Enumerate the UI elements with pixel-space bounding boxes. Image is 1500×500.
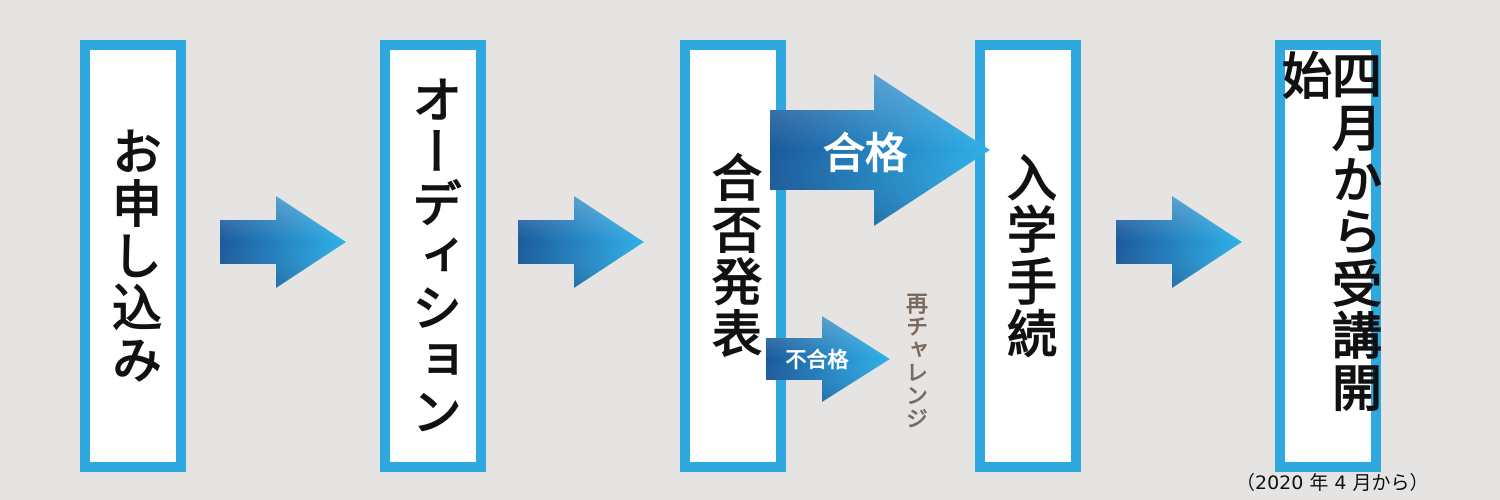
step-apply-label: お申し込み [104,126,162,386]
step-enroll-label: 入学手続 [999,152,1057,360]
step-apply: お申し込み [80,40,186,472]
pass-label: 合格 [822,128,907,178]
retry-label: 再チャレンジ [902,292,927,430]
step-start: 四月から受講開始 [1274,40,1382,472]
flow-arrow-icon [518,196,644,288]
step-result: 合否発表 [680,40,786,472]
step-result-label: 合否発表 [704,152,762,360]
pass-arrow-icon [770,74,990,226]
step-start-label: 四月から受講開始 [1274,50,1382,414]
fail-arrow-icon [766,316,890,402]
step-audition: オーディション [380,40,486,472]
step-audition-label: オーディション [404,74,462,438]
flow-arrow-icon [220,196,346,288]
fail-label: 不合格 [785,348,849,372]
flow-arrow-icon [1116,196,1242,288]
retry-text: 再チャレンジ [896,292,932,452]
step-enroll: 入学手続 [975,40,1081,472]
start-date-note: （2020 年 4 月から） [1236,472,1429,494]
